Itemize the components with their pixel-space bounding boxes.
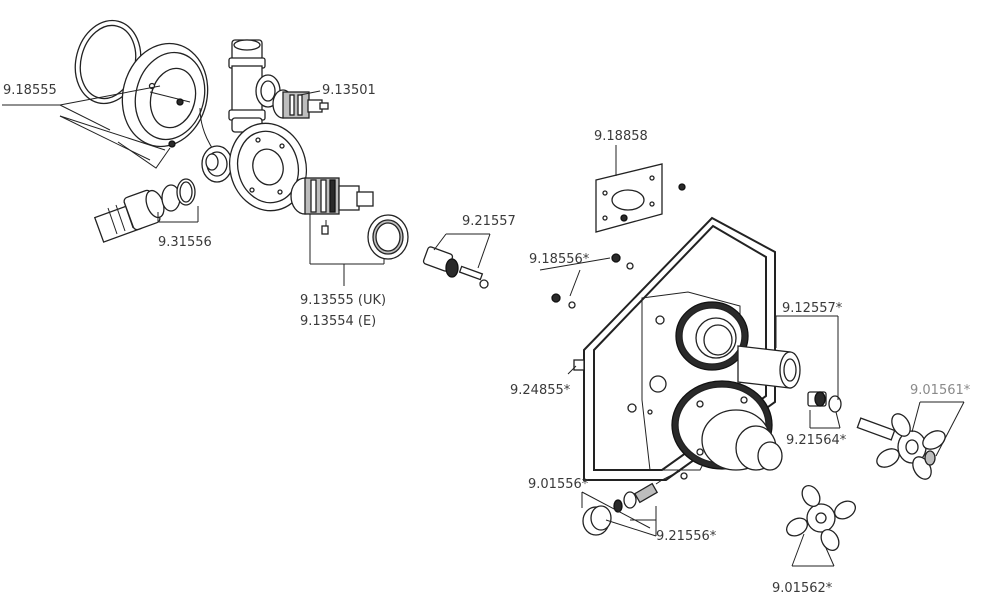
label-9-21556: 9.21556*	[656, 529, 717, 544]
label-9-24855: 9.24855*	[510, 383, 571, 398]
inlet-connector-part	[93, 189, 165, 243]
temperature-shroud-part	[671, 380, 783, 471]
label-9-01556: 9.01556*	[528, 477, 589, 492]
screw-part	[168, 140, 176, 148]
spindle-adapter-part	[807, 391, 842, 413]
leader-lines	[2, 85, 965, 567]
label-9-12557: 9.12557*	[782, 301, 843, 316]
label-9-13555: 9.13555 (UK)	[300, 293, 386, 308]
plate-bolt-part	[627, 403, 637, 413]
label-9-18555: 9.18555	[3, 83, 57, 98]
flow-shroud-part	[737, 345, 801, 389]
olive-nut-part	[201, 145, 233, 183]
lower-cross-handle-part	[786, 485, 856, 551]
screw-set-part	[551, 253, 634, 309]
mounting-bracket-part	[595, 163, 686, 233]
flow-control-sleeve-part	[675, 301, 749, 371]
label-9-31556: 9.31556	[158, 235, 212, 250]
cover-plate-part	[121, 42, 209, 148]
diverter-spindle-part	[613, 470, 688, 513]
thermostatic-cartridge-part	[290, 177, 374, 235]
label-9-21557: 9.21557	[462, 214, 516, 229]
diverter-knob-part	[582, 505, 612, 536]
valve-face-disc-part	[228, 122, 308, 212]
cross-handle-part	[856, 413, 946, 480]
label-9-18858: 9.18858	[594, 129, 648, 144]
label-9-21564: 9.21564*	[786, 433, 847, 448]
retaining-nut-part	[367, 214, 409, 260]
label-9-18556: 9.18556*	[529, 252, 590, 267]
label-9-13554: 9.13554 (E)	[300, 314, 376, 329]
check-valve-part	[422, 246, 489, 289]
label-9-13501: 9.13501	[322, 83, 376, 98]
label-9-01561: 9.01561*	[910, 383, 971, 398]
flow-cartridge-part	[272, 89, 329, 119]
label-9-01562: 9.01562*	[772, 581, 833, 596]
wall-plate-part	[573, 216, 776, 481]
